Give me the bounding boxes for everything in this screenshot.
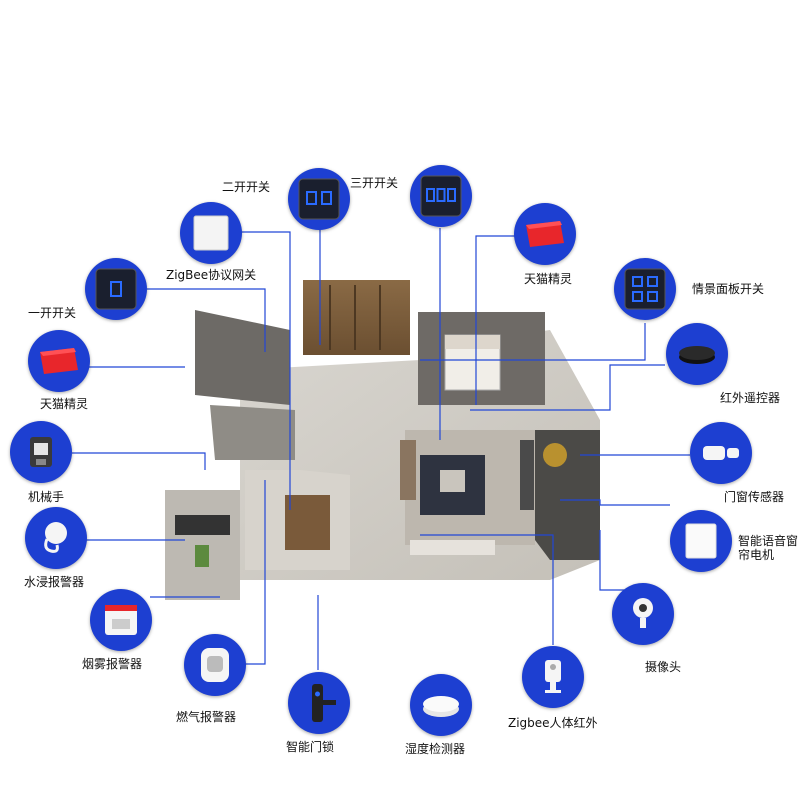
camera-node[interactable] [612,583,674,645]
camera-icon [633,598,653,628]
tmall-genie-left-node[interactable] [28,330,90,392]
water-leak-label: 水浸报警器 [24,575,85,589]
robot-hand-node[interactable] [10,421,72,483]
scene-panel-node[interactable] [614,258,676,320]
three-gang-switch-icon [420,175,462,217]
zigbee-gateway-label: ZigBee协议网关 [166,268,257,282]
upper-left-room [195,310,290,405]
humidity-sensor-label: 湿度检测器 [405,742,466,756]
smart-lock-icon [312,684,336,722]
wardrobe-room [303,280,410,355]
humidity-sensor-node[interactable] [410,674,472,736]
door-window-sensor-label: 门窗传感器 [724,490,785,504]
water-leak-icon [44,522,67,553]
bottom-cabinet [410,540,495,555]
gateway-icon [193,215,229,251]
smoke-alarm-node[interactable] [90,589,152,651]
left-room [210,405,295,460]
smoke-alarm-label: 烟雾报警器 [82,657,143,671]
camera-label: 摄像头 [645,660,682,674]
motion-sensor-icon [545,660,561,693]
scene-panel-icon [624,268,666,310]
water-leak-node[interactable] [25,507,87,569]
robot-hand-icon [30,437,52,467]
one-gang-switch-node[interactable] [85,258,147,320]
gas-alarm-node[interactable] [184,634,246,696]
smart-lock-label: 智能门锁 [286,740,335,754]
ir-remote-icon [679,346,715,364]
smart-speaker-icon [526,221,564,247]
dining-table [285,495,330,550]
zigbee-gateway-node[interactable] [180,202,242,264]
two-gang-switch-label: 二开开关 [222,180,271,194]
scene-panel-label: 情景面板开关 [692,282,765,296]
door-sensor-icon [703,446,739,460]
smart-lock-node[interactable] [288,672,350,734]
two-gang-switch-icon [298,178,340,220]
two-gang-switch-node[interactable] [288,168,350,230]
humidity-sensor-icon [423,696,459,717]
curtain-motor-node[interactable] [670,510,732,572]
kitchen-plant [195,545,209,567]
robot-hand-label: 机械手 [28,490,65,504]
curtain-motor-label: 智能语音窗帘电机 [738,534,799,562]
kitchen-counter [175,515,230,535]
gas-alarm-icon [201,648,229,682]
three-gang-switch-node[interactable] [410,165,472,227]
right-room-plant [543,443,567,467]
sofa [400,440,416,500]
tmall-genie-left-label: 天猫精灵 [40,397,89,411]
door-window-sensor-node[interactable] [690,422,752,484]
motion-sensor-label: Zigbee人体红外 [508,716,598,730]
tmall-genie-top-label: 天猫精灵 [524,272,573,286]
gas-alarm-label: 燃气报警器 [176,710,237,724]
ir-remote-label: 红外遥控器 [720,391,781,405]
three-gang-switch-label: 三开开关 [350,176,399,190]
ir-remote-node[interactable] [666,323,728,385]
curtain-motor-icon [685,523,717,559]
one-gang-switch-icon [95,268,137,310]
one-gang-switch-label: 一开开关 [28,306,77,320]
smart-speaker-icon [40,348,78,374]
tmall-genie-top-node[interactable] [514,203,576,265]
motion-sensor-node[interactable] [522,646,584,708]
tv-cabinet [520,440,534,510]
smoke-alarm-icon [105,605,137,635]
